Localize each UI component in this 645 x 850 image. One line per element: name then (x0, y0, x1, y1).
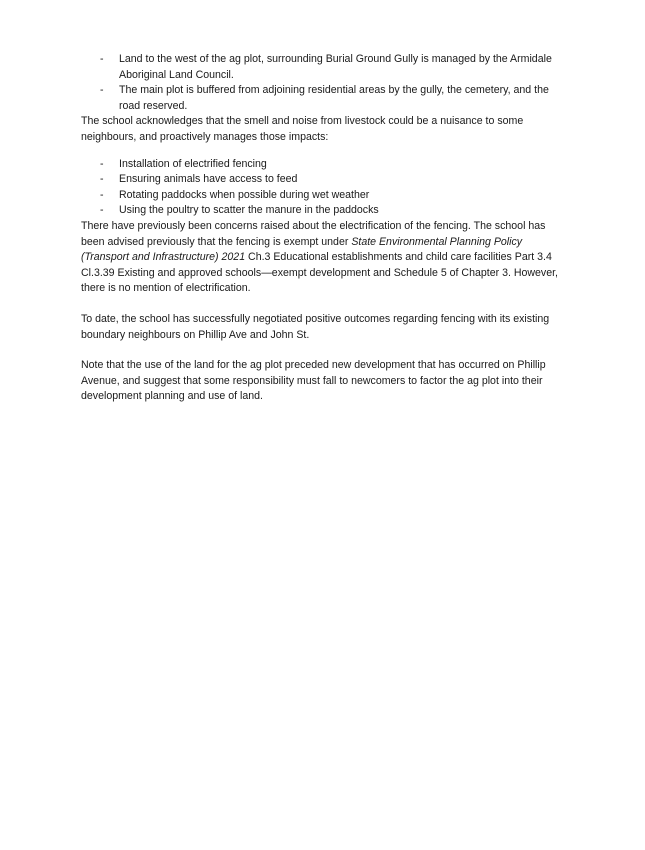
paragraph-electrification: There have previously been concerns rais… (81, 219, 565, 297)
list-item-text: Rotating paddocks when possible during w… (119, 188, 370, 201)
list-item: - Land to the west of the ag plot, surro… (81, 52, 565, 83)
list-item-text: Ensuring animals have access to feed (119, 173, 298, 186)
list-item: - Using the poultry to scatter the manur… (81, 203, 565, 219)
paragraph-development: Note that the use of the land for the ag… (81, 359, 546, 403)
paragraph-text: There have previously been concerns rais… (81, 219, 546, 248)
dash-bullet: - (100, 204, 104, 217)
bullet-list-land: - Land to the west of the ag plot, surro… (81, 52, 565, 114)
dash-bullet: - (100, 84, 104, 97)
list-item: - Installation of electrified fencing (81, 157, 565, 173)
dash-bullet: - (100, 188, 104, 201)
bullet-list-impacts: - Installation of electrified fencing - … (81, 157, 565, 219)
dash-bullet: - (100, 157, 104, 170)
paragraph-negotiations: To date, the school has successfully neg… (81, 312, 550, 341)
list-item: - The main plot is buffered from adjoini… (81, 83, 565, 114)
paragraph-nuisance: The school acknowledges that the smell a… (81, 115, 524, 143)
list-item: - Ensuring animals have access to feed (81, 172, 565, 188)
dash-bullet: - (100, 173, 104, 186)
list-item-text: Land to the west of the ag plot, surroun… (119, 53, 552, 81)
paragraph-text: Ch.3 Educational establishments and chil… (81, 251, 559, 295)
list-item-text: Using the poultry to scatter the manure … (119, 204, 379, 217)
list-item: - Rotating paddocks when possible during… (81, 188, 565, 204)
list-item-text: The main plot is buffered from adjoining… (119, 84, 549, 112)
policy-title: State Environmental Planning Policy (Tra… (81, 235, 523, 264)
list-item-text: Installation of electrified fencing (119, 157, 267, 170)
dash-bullet: - (100, 53, 104, 65)
